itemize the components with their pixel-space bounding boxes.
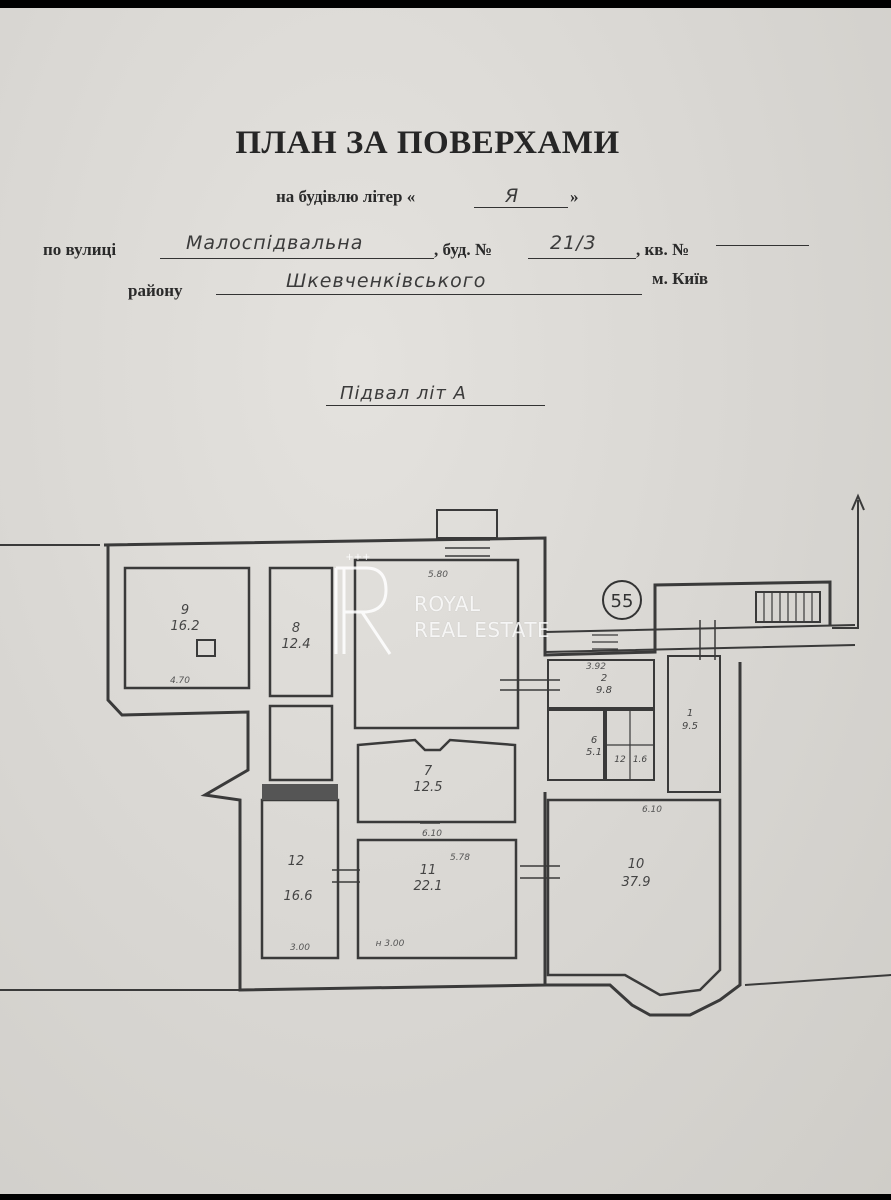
room-9-area: 16.2 — [171, 619, 200, 634]
apartment-underline — [716, 245, 809, 246]
stairs-top-entrance — [436, 509, 498, 539]
street-underline — [160, 258, 434, 259]
city-label: м. Київ — [652, 269, 709, 288]
room-7-area: 12.5 — [414, 780, 443, 795]
room-11-outline — [356, 838, 518, 960]
house-value: 21/3 — [550, 232, 597, 254]
apartment-label: , кв. № — [636, 240, 690, 259]
room-6-area: 5.1 — [586, 747, 602, 758]
boundary-line-bottom-right — [744, 974, 891, 986]
dimension-6: 4.70 — [170, 676, 190, 686]
room-12-area: 16.6 — [284, 889, 313, 904]
room-1-outline — [667, 655, 721, 793]
room-wc-area: 1.6 — [633, 755, 648, 765]
room-10-number: 10 — [628, 857, 645, 872]
room-8-outline — [268, 566, 334, 698]
street-label: по вулиці — [43, 240, 117, 259]
room-10-outline — [546, 798, 722, 997]
district-value: Шкевченківського — [286, 270, 487, 292]
room-9-outline — [123, 566, 251, 690]
boundary-arrow-line — [832, 500, 859, 629]
district-underline — [216, 294, 642, 295]
boundary-arrow-head — [851, 493, 865, 511]
royal-logo-icon: +++ — [334, 552, 392, 655]
room-top-center-outline — [353, 558, 520, 730]
street-value: Малоспідвальна — [186, 232, 364, 254]
room-8-number: 8 — [292, 621, 300, 636]
district-label: району — [128, 281, 183, 300]
watermark-brand: ROYAL — [414, 592, 481, 616]
room-7-outline — [356, 738, 517, 824]
room-9-number: 9 — [181, 603, 189, 618]
building-prefix-label: на будівлю літер « — [276, 187, 416, 206]
floor-title: Підвал літ А — [340, 383, 467, 404]
building-letter-underline — [474, 207, 568, 208]
dimension-2: 3.92 — [586, 662, 606, 672]
room-1-area: 9.5 — [682, 721, 698, 732]
dimension-1: 5.80 — [428, 570, 448, 580]
document-sheet — [0, 8, 891, 1194]
room-11-number: 11 — [420, 863, 437, 878]
dimension-4: 6.10 — [642, 805, 662, 815]
room-10-area: 37.9 — [622, 875, 651, 890]
floor-title-underline — [326, 405, 545, 406]
room-7-number: 7 — [424, 764, 433, 779]
outer-wall-left — [106, 545, 547, 992]
room-2-outline — [547, 659, 655, 709]
room-8-area: 12.4 — [282, 637, 311, 652]
house-label: , буд. № — [434, 240, 492, 259]
room-2-area: 9.8 — [596, 685, 612, 696]
stamp-number: 55 — [611, 591, 634, 612]
room-2-number: 2 — [601, 673, 607, 684]
room-11-area: 22.1 — [414, 879, 443, 894]
dimension-7: 3.00 — [290, 943, 310, 953]
svg-text:+++: +++ — [345, 552, 370, 563]
dimension-3: 6.10 — [422, 829, 442, 839]
room-12-outline — [260, 798, 340, 960]
stamp-circle — [602, 580, 642, 620]
outer-wall-bottom-right — [545, 662, 742, 1017]
page-title: ПЛАН ЗА ПОВЕРХАМИ — [235, 125, 620, 161]
room-1-number: 1 — [687, 708, 693, 719]
outer-wall-top — [103, 536, 832, 657]
room-9-column — [196, 639, 216, 657]
building-letter-value: Я — [505, 185, 520, 207]
room-6-number: 6 — [591, 735, 597, 746]
room-wc-number: 12 — [614, 755, 626, 765]
watermark-tagline: REAL ESTATE — [414, 618, 551, 642]
house-underline — [528, 258, 636, 259]
dimension-8: н 3.00 — [376, 939, 405, 949]
dimension-5: 5.78 — [450, 853, 470, 863]
room-12-number: 12 — [288, 854, 305, 869]
room-6-outline — [547, 709, 605, 781]
building-suffix-label: » — [570, 187, 579, 206]
